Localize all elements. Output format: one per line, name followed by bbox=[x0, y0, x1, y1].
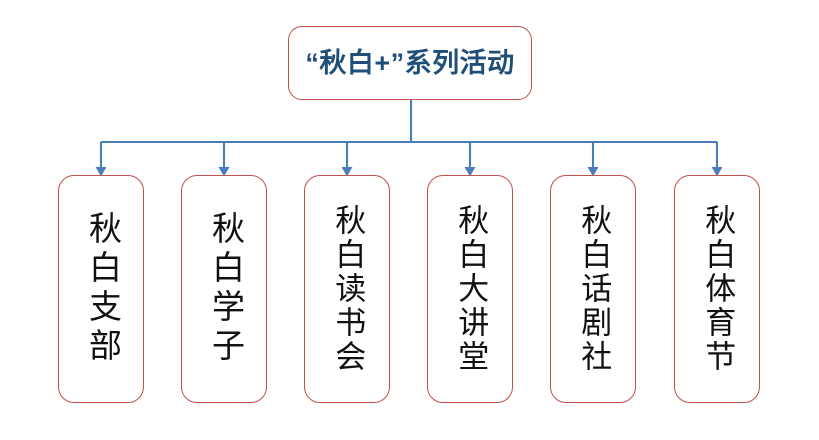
root-node[interactable]: “秋白+”系列活动 bbox=[288, 26, 532, 100]
child-node-2[interactable]: 秋白学子 bbox=[181, 175, 267, 403]
child-node-6-label: 秋白体育节 bbox=[700, 204, 736, 374]
child-node-2-label: 秋白学子 bbox=[206, 211, 243, 367]
child-node-5-label: 秋白话剧社 bbox=[576, 204, 612, 374]
child-node-4[interactable]: 秋白大讲堂 bbox=[427, 175, 513, 403]
child-node-1[interactable]: 秋白支部 bbox=[58, 175, 144, 403]
child-node-4-label: 秋白大讲堂 bbox=[453, 204, 489, 374]
child-node-3[interactable]: 秋白读书会 bbox=[304, 175, 390, 403]
child-node-3-label: 秋白读书会 bbox=[330, 204, 366, 374]
child-node-1-label: 秋白支部 bbox=[83, 211, 120, 367]
child-node-5[interactable]: 秋白话剧社 bbox=[550, 175, 636, 403]
child-node-6[interactable]: 秋白体育节 bbox=[674, 175, 760, 403]
root-node-label: “秋白+”系列活动 bbox=[305, 47, 515, 78]
